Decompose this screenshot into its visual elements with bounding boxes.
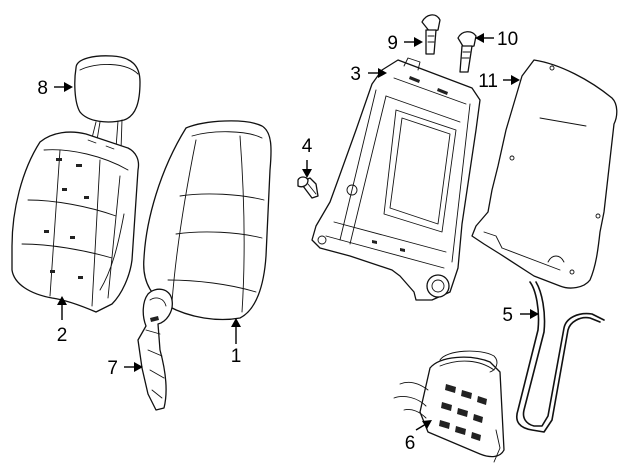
callout-2: 2 bbox=[57, 296, 68, 346]
callout-label-2: 2 bbox=[57, 325, 68, 346]
side-trim-part bbox=[137, 288, 173, 411]
callout-1: 1 bbox=[231, 318, 242, 367]
headrest-guide-9-part bbox=[421, 14, 441, 55]
callout-label-7: 7 bbox=[107, 358, 118, 379]
callout-6: 6 bbox=[405, 420, 432, 454]
callout-label-6: 6 bbox=[405, 433, 416, 454]
callout-10: 10 bbox=[475, 29, 518, 50]
callout-8: 8 bbox=[37, 78, 73, 99]
callout-label-1: 1 bbox=[231, 346, 242, 367]
lumbar-wire-part bbox=[516, 281, 605, 433]
callout-5: 5 bbox=[502, 305, 539, 326]
callout-label-8: 8 bbox=[37, 78, 48, 99]
callout-9: 9 bbox=[387, 33, 423, 54]
seat-back-assembly-part bbox=[11, 131, 140, 313]
headrest-part bbox=[74, 55, 141, 151]
callout-label-9: 9 bbox=[387, 33, 398, 54]
callout-label-5: 5 bbox=[502, 305, 513, 326]
callout-label-4: 4 bbox=[302, 136, 313, 157]
lumbar-support-part bbox=[393, 350, 505, 463]
headrest-guide-10-part bbox=[457, 31, 477, 73]
back-panel-part bbox=[471, 59, 618, 289]
callout-4: 4 bbox=[302, 136, 313, 178]
bolt-part bbox=[297, 176, 319, 199]
callout-label-11: 11 bbox=[478, 71, 498, 92]
callout-7: 7 bbox=[107, 358, 143, 379]
callout-label-10: 10 bbox=[497, 29, 518, 50]
callout-3: 3 bbox=[350, 64, 387, 85]
callout-11: 11 bbox=[478, 71, 520, 92]
callout-label-3: 3 bbox=[350, 64, 361, 85]
seat-back-cover-part bbox=[143, 120, 272, 321]
seat-back-frame-part bbox=[311, 57, 481, 301]
